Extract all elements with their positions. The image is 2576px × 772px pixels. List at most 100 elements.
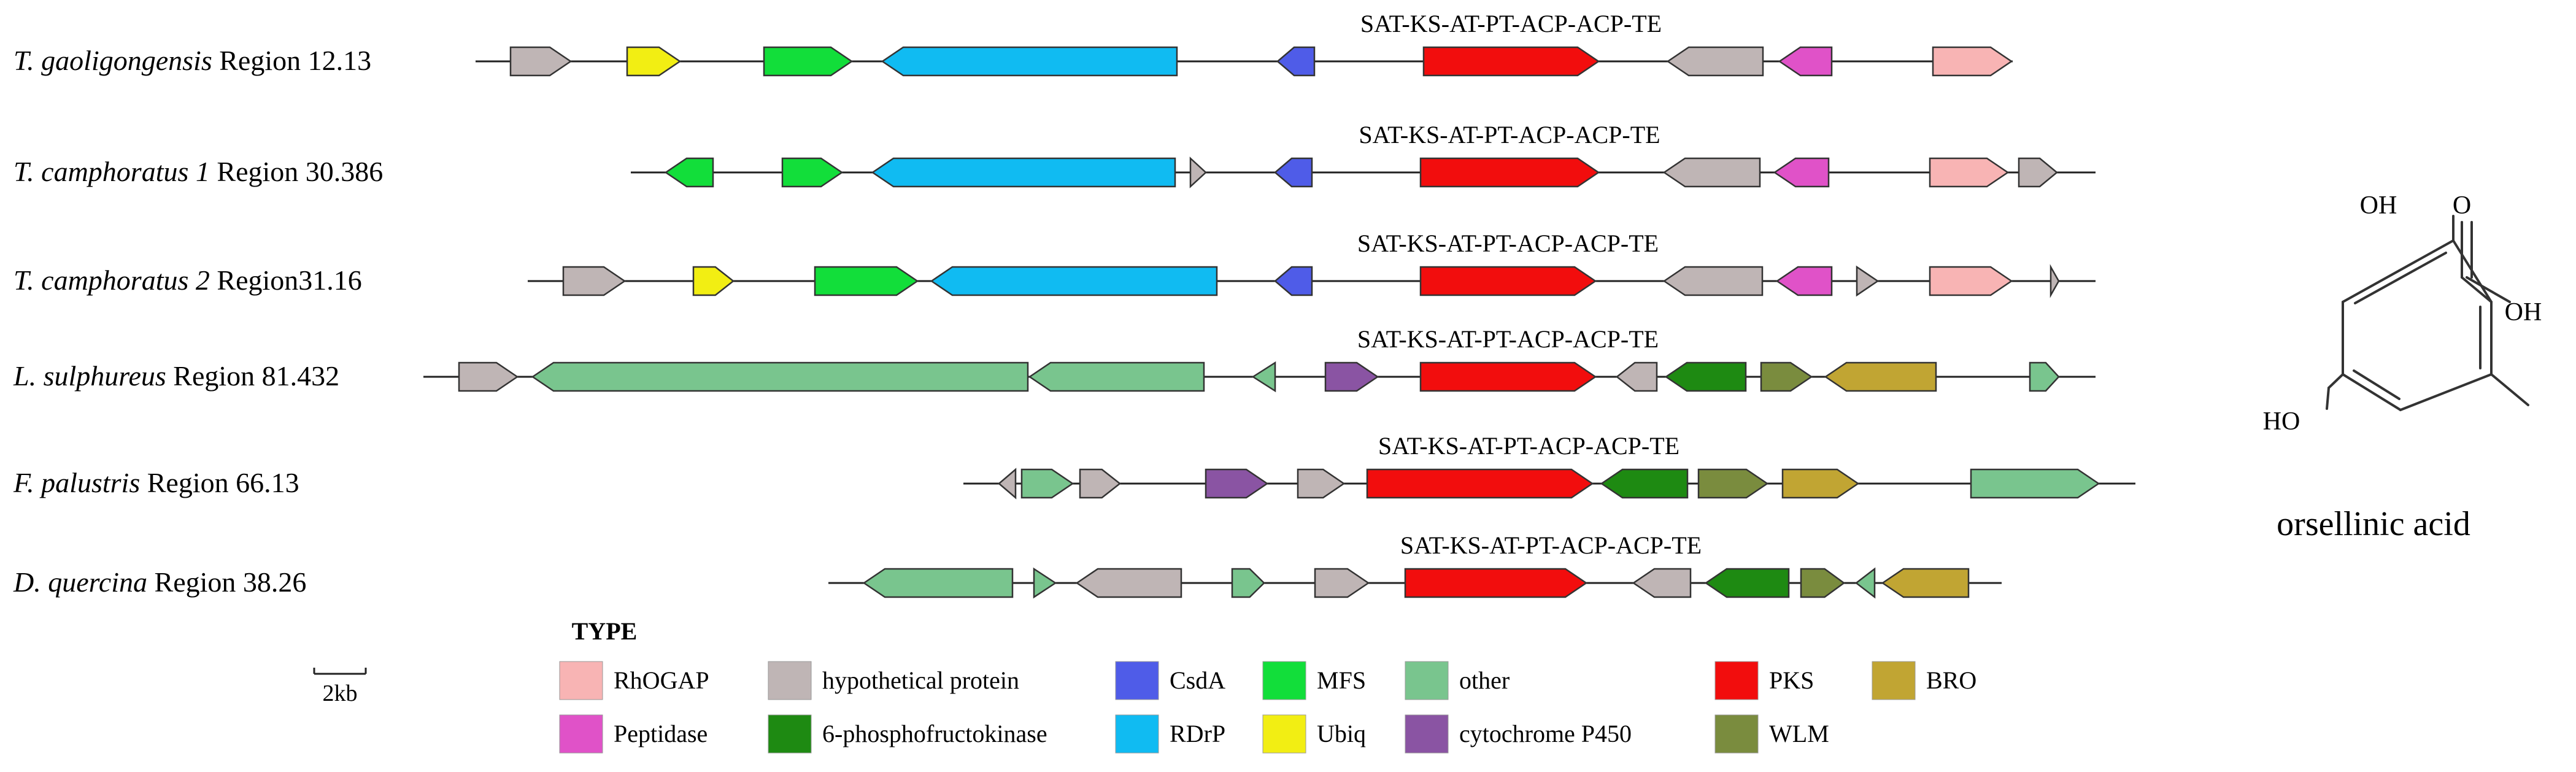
gene-hypothetical-protein <box>1662 266 1764 296</box>
region-name: Region31.16 <box>210 264 362 296</box>
legend-label: RhOGAP <box>614 666 709 694</box>
cluster-d-quercina: D. quercina Region 38.26SAT-KS-AT-PT-ACP… <box>13 531 2002 599</box>
legend-item-6-phosphofructokinase: 6-phosphofructokinase <box>768 714 1047 754</box>
legend-item-rdrp: RDrP <box>1115 714 1225 754</box>
species-name: T. gaoligongensis <box>13 45 212 76</box>
gene-hypothetical-protein <box>1079 468 1122 499</box>
gene-mfs <box>763 46 854 77</box>
ring-double-bond-1 <box>2354 252 2447 304</box>
ring-bond-3 <box>2342 373 2402 411</box>
gene-pks <box>1422 46 1600 77</box>
gene-hypothetical-protein <box>1632 568 1692 598</box>
gene-wlm <box>1760 361 1813 392</box>
legend-label: PKS <box>1769 666 1814 694</box>
legend-swatch <box>559 661 603 700</box>
cluster-label: T. gaoligongensis Region 12.13 <box>13 45 371 76</box>
cluster-t-camphoratus-2: T. camphoratus 2 Region31.16SAT-KS-AT-PT… <box>13 230 2096 298</box>
ring-bond-4 <box>2399 373 2493 411</box>
gene-pks <box>1419 266 1597 296</box>
gene-rhogap <box>1929 157 2010 188</box>
legend-title: TYPE <box>572 617 638 645</box>
gene-clusters: T. gaoligongensis Region 12.13SAT-KS-AT-… <box>13 10 2135 599</box>
species-name: L. sulphureus <box>13 360 166 392</box>
methyl-bond <box>2490 373 2529 406</box>
legend-item-peptidase: Peptidase <box>559 714 708 754</box>
gene-rdrp <box>930 266 1218 296</box>
legend-swatch <box>1262 714 1306 754</box>
gene-hypothetical-protein <box>509 46 573 77</box>
species-name: T. camphoratus 2 <box>13 264 210 296</box>
gene-other <box>1251 361 1276 393</box>
orsellinic-acid-structure <box>2326 215 2529 411</box>
gene-wlm <box>1697 468 1769 499</box>
legend-swatch <box>1872 661 1916 700</box>
cluster-label: T. camphoratus 2 Region31.16 <box>13 264 362 296</box>
legend-label: MFS <box>1317 666 1366 694</box>
gene-cytochrome-p450 <box>1324 361 1379 392</box>
carboxyl-link-bond <box>2461 276 2493 303</box>
legend-swatch <box>1115 661 1159 700</box>
gene-peptidase <box>1775 266 1833 296</box>
gene-other <box>531 361 1029 392</box>
cluster-label: F. palustris Region 66.13 <box>13 467 299 498</box>
gene-hypothetical-protein <box>998 468 1017 500</box>
gene-pks <box>1419 157 1600 188</box>
gene-other <box>1231 568 1265 598</box>
ho-bond-2 <box>2326 387 2330 410</box>
gene-ubiq <box>692 266 735 296</box>
region-name: Region 66.13 <box>140 467 299 498</box>
acid-oh-bond <box>2466 276 2511 303</box>
gene-pks <box>1419 361 1597 392</box>
legend-swatch <box>1714 661 1759 700</box>
pks-domain-label: SAT-KS-AT-PT-ACP-ACP-TE <box>1357 325 1659 353</box>
gene-hypothetical-protein <box>562 266 627 296</box>
gene-hypothetical-protein <box>1615 361 1658 392</box>
cluster-t-gaoligongensis: T. gaoligongensis Region 12.13 SAT-KS-AT-… <box>13 10 2013 77</box>
gene-hypothetical-protein <box>1189 156 1207 188</box>
gene-other <box>1970 468 2100 499</box>
ho-bond <box>2327 373 2344 389</box>
legend-item-other: other <box>1405 661 1510 700</box>
gene-hypothetical-protein <box>458 361 519 392</box>
gene-bro <box>1881 568 1970 598</box>
legend-item-cytochrome-p450: cytochrome P450 <box>1405 714 1632 754</box>
species-name: F. palustris <box>13 467 140 498</box>
legend-swatch <box>768 661 812 700</box>
legend-swatch <box>1405 714 1449 754</box>
scale-bar: 2kb <box>313 668 367 706</box>
gene-6-phosphofructokinase <box>1704 568 1790 598</box>
gene-mfs <box>664 157 714 188</box>
legend-swatch <box>1405 661 1449 700</box>
gene-other <box>2029 361 2060 392</box>
orsellinic-acid-labels: OH O OH HO orsellinic acid <box>2263 191 2542 543</box>
gene-mfs <box>781 157 844 188</box>
legend-item-wlm: WLM <box>1714 714 1829 754</box>
legend-swatch <box>559 714 603 754</box>
gene-peptidase <box>1773 157 1830 188</box>
gene-hypothetical-protein <box>1297 468 1346 499</box>
legend-label: other <box>1459 666 1510 694</box>
gene-csda <box>1276 46 1316 77</box>
gene-hypothetical-protein <box>2050 264 2060 298</box>
gene-hypothetical-protein <box>1666 46 1764 77</box>
region-name: Region 38.26 <box>147 566 306 598</box>
species-name: T. camphoratus 1 <box>13 156 210 187</box>
gene-hypothetical-protein <box>1662 157 1761 188</box>
legend-swatch <box>1262 661 1306 700</box>
gene-other <box>1854 567 1876 599</box>
scale-bar-label: 2kb <box>323 681 358 706</box>
gene-hypothetical-protein <box>1075 568 1182 598</box>
species-name: D. quercina <box>13 566 147 598</box>
legend-label: hypothetical protein <box>822 666 1019 694</box>
region-name: Region 30.386 <box>210 156 383 187</box>
gene-mfs <box>814 266 919 296</box>
gene-rhogap <box>1932 46 2013 77</box>
pks-domain-label: SAT-KS-AT-PT-ACP-ACP-TE <box>1360 10 1662 37</box>
gene-6-phosphofructokinase <box>1600 468 1689 499</box>
legend-label: Peptidase <box>614 720 708 747</box>
ho-label: HO <box>2263 407 2300 436</box>
region-name: Region 12.13 <box>212 45 371 76</box>
cluster-label: T. camphoratus 1 Region 30.386 <box>13 156 383 187</box>
